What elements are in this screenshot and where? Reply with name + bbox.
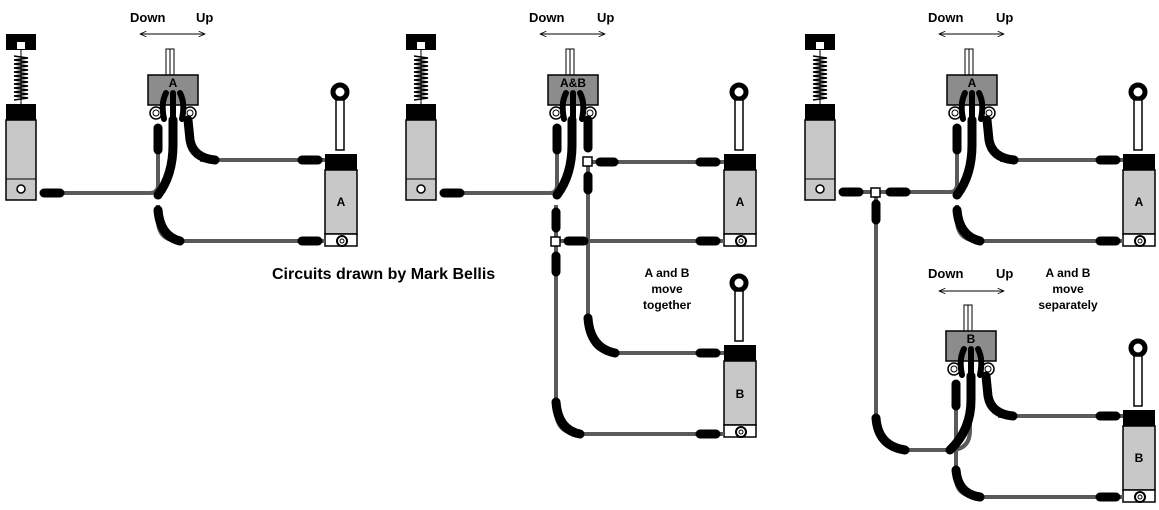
hose bbox=[871, 413, 910, 455]
pump-unit bbox=[804, 33, 836, 201]
supply-pipe bbox=[440, 128, 559, 195]
note-line-3: separately bbox=[1038, 298, 1098, 312]
direction-label-up: Up bbox=[597, 10, 614, 25]
supply-pipe bbox=[40, 128, 160, 195]
direction-label-up: Up bbox=[996, 10, 1013, 25]
valve-label: A&B bbox=[560, 76, 586, 90]
hose bbox=[153, 115, 178, 200]
direction-label-down: Down bbox=[130, 10, 165, 25]
hose bbox=[945, 371, 976, 455]
circuit-3: Down Up A A Down Up B B bbox=[804, 10, 1155, 502]
hose bbox=[583, 313, 620, 358]
cylinder bbox=[724, 276, 756, 437]
note-line-3: together bbox=[643, 298, 691, 312]
cylinder bbox=[325, 85, 357, 246]
cylinder-label: B bbox=[736, 387, 745, 401]
valve-label: A bbox=[968, 76, 977, 90]
cylinder-label: A bbox=[736, 195, 745, 209]
hose bbox=[183, 115, 220, 165]
supply-pipe bbox=[839, 128, 959, 194]
tee-junction bbox=[550, 236, 561, 247]
direction-label-up: Up bbox=[196, 10, 213, 25]
pipe-down-b bbox=[954, 460, 1123, 499]
direction-label-up: Up bbox=[996, 266, 1013, 281]
tee-junction bbox=[870, 187, 881, 198]
hose bbox=[951, 465, 985, 502]
hose bbox=[153, 205, 185, 246]
cylinder bbox=[1123, 85, 1155, 246]
pipe-down bbox=[156, 205, 325, 243]
hose bbox=[981, 371, 1018, 421]
pump-unit bbox=[405, 33, 437, 201]
note-line-2: move bbox=[1052, 282, 1084, 296]
note-line-1: A and B bbox=[1046, 266, 1091, 280]
circuit-2: Down Up A&B A B A a bbox=[405, 10, 756, 439]
valve-label: A bbox=[169, 76, 178, 90]
direction-label-down: Down bbox=[928, 10, 963, 25]
cylinder-label: B bbox=[1135, 451, 1144, 465]
tee-junction bbox=[582, 156, 593, 167]
hose bbox=[952, 115, 977, 200]
note-line-1: A and B bbox=[645, 266, 690, 280]
hose bbox=[982, 115, 1019, 165]
pipe-down-a bbox=[955, 205, 1123, 243]
credit-text: Circuits drawn by Mark Bellis bbox=[272, 266, 495, 283]
cylinder bbox=[724, 85, 756, 246]
circuit-1: Down Up A A bbox=[5, 10, 357, 246]
note-line-2: move bbox=[651, 282, 683, 296]
pipe-up-b bbox=[586, 162, 724, 355]
cylinder bbox=[1123, 341, 1155, 502]
direction-label-down: Down bbox=[928, 266, 963, 281]
cylinder-label: A bbox=[337, 195, 346, 209]
pump-unit bbox=[5, 33, 37, 201]
hose bbox=[952, 205, 985, 246]
hose bbox=[552, 115, 577, 200]
cylinder-label: A bbox=[1135, 195, 1144, 209]
direction-label-down: Down bbox=[529, 10, 564, 25]
valve-label: B bbox=[967, 332, 976, 346]
hose bbox=[551, 397, 585, 439]
